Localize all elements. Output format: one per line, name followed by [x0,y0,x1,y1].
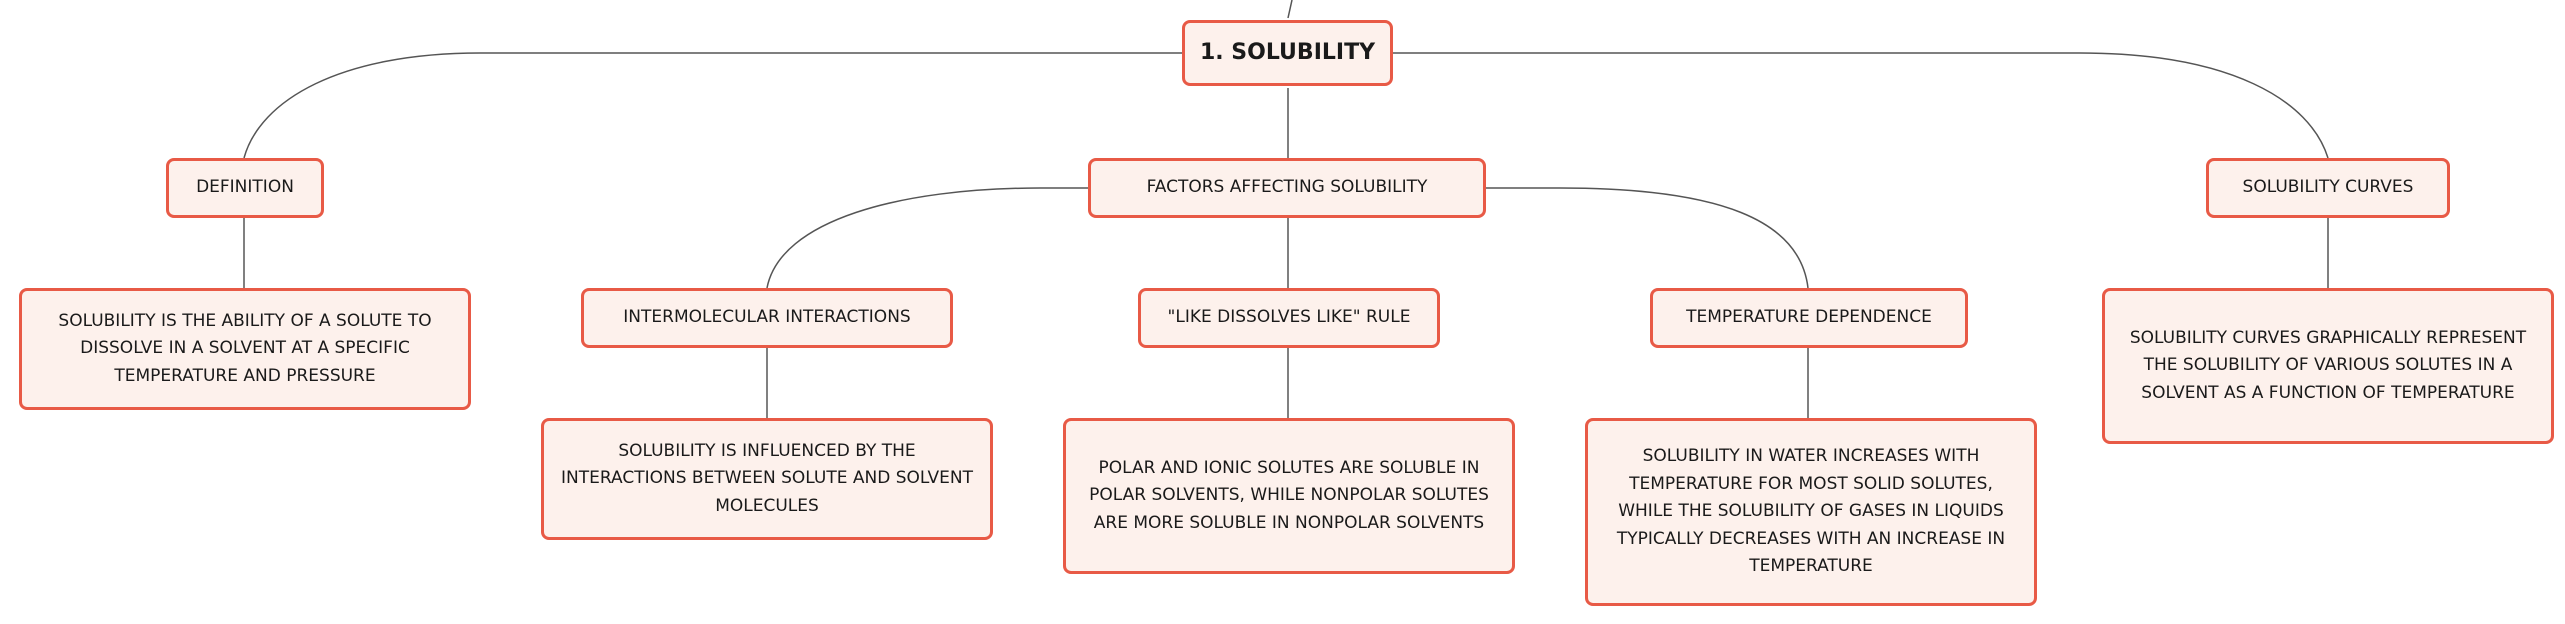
temperature-label: TEMPERATURE DEPENDENCE [1686,307,1932,328]
like-dissolves-detail-node[interactable]: POLAR AND IONIC SOLUTES ARE SOLUBLE IN P… [1063,418,1515,574]
temperature-detail-node[interactable]: SOLUBILITY IN WATER INCREASES WITH TEMPE… [1585,418,2037,606]
factors-label: FACTORS AFFECTING SOLUBILITY [1146,177,1428,198]
temperature-detail-text: SOLUBILITY IN WATER INCREASES WITH TEMPE… [1616,446,2006,577]
definition-label: DEFINITION [196,177,294,198]
curves-detail-node[interactable]: SOLUBILITY CURVES GRAPHICALLY REPRESENT … [2102,288,2554,444]
temperature-node[interactable]: TEMPERATURE DEPENDENCE [1650,288,1968,348]
like-dissolves-label: "LIKE DISSOLVES LIKE" RULE [1167,307,1411,328]
curves-detail-text: SOLUBILITY CURVES GRAPHICALLY REPRESENT … [2129,327,2527,403]
connector-root-curves [1393,52,2329,159]
root-node[interactable]: 1. SOLUBILITY [1182,20,1393,86]
definition-node[interactable]: DEFINITION [166,158,324,218]
curves-node[interactable]: SOLUBILITY CURVES [2206,158,2450,218]
root-label: 1. SOLUBILITY [1199,40,1376,66]
intermolecular-detail-node[interactable]: SOLUBILITY IS INFLUENCED BY THE INTERACT… [541,418,993,540]
like-dissolves-detail-text: POLAR AND IONIC SOLUTES ARE SOLUBLE IN P… [1089,457,1489,533]
intermolecular-detail-text: SOLUBILITY IS INFLUENCED BY THE INTERACT… [561,440,973,516]
connector-root-definition [243,52,1182,159]
intermolecular-node[interactable]: INTERMOLECULAR INTERACTIONS [581,288,953,348]
root-incoming-connector [1287,0,1293,19]
factors-node[interactable]: FACTORS AFFECTING SOLUBILITY [1088,158,1486,218]
definition-detail-node[interactable]: SOLUBILITY IS THE ABILITY OF A SOLUTE TO… [19,288,471,410]
like-dissolves-node[interactable]: "LIKE DISSOLVES LIKE" RULE [1138,288,1440,348]
definition-detail-text: SOLUBILITY IS THE ABILITY OF A SOLUTE TO… [58,310,432,386]
curves-label: SOLUBILITY CURVES [2242,177,2414,198]
connector-factors-temperature [1486,187,1809,289]
connector-factors-intermolecular [766,187,1088,289]
intermolecular-label: INTERMOLECULAR INTERACTIONS [623,307,911,328]
